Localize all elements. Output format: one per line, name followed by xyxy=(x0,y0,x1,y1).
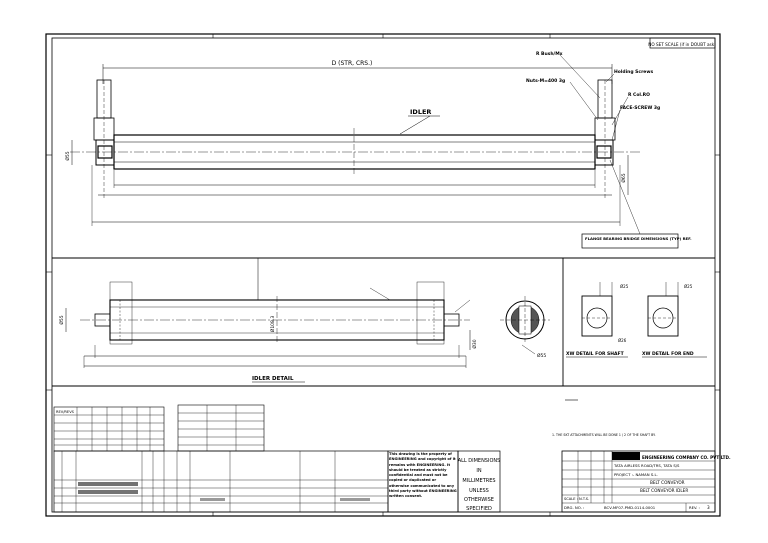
inner-border xyxy=(51,37,716,513)
shaft-dim-a: Ø25 xyxy=(620,284,629,289)
dim-note-2: IN xyxy=(476,468,481,474)
scale-note: NO SET SCALE (if in DOUBT ask) xyxy=(648,42,716,47)
callout-nut: Nuts-M=400 3g xyxy=(526,78,565,84)
right-height-dim: Ø65 xyxy=(620,173,627,182)
callout-key: R Col.RO xyxy=(628,92,650,98)
project-name: PROJECT :- NAMAN S.L. xyxy=(614,472,658,477)
dim-note-6: SPECIFIED xyxy=(466,506,492,512)
left-dim: Ø55 xyxy=(58,315,65,324)
revision-number: 3 xyxy=(707,505,710,510)
detail-end-views: Ø25 Ø26 XW DETAIL FOR SHAFT Ø25 XW DETAI… xyxy=(566,282,707,358)
dim-note-4: UNLESS xyxy=(469,488,489,494)
idler-detail-view: Ø108.3 Ø55 Ø30 IDLER DETAIL Ø55 xyxy=(58,258,550,383)
shaft-section-dim: Ø55 xyxy=(537,352,546,359)
drawing-number: BCV-MF07-PMD-0114-0001 xyxy=(604,505,656,510)
scale-label: SCALE : N.T.S. xyxy=(564,497,589,501)
idler-detail-title: IDLER DETAIL xyxy=(252,376,294,382)
end-dim: Ø30 xyxy=(471,339,478,348)
idler-assembly-view: D (STR, CRS.) Ø55 Ø65 IDLER xyxy=(64,51,692,249)
dim-note-3: MILLIMETRES xyxy=(462,478,495,484)
mid-dim: Ø108.3 xyxy=(269,316,276,333)
notes-area: REV/REVS 1. THE SKT ATTACHMENTS WILL BE … xyxy=(53,399,655,452)
title-block: This drawing is the property of ENGINEER… xyxy=(53,450,731,513)
callout-cast-hole: FACE-SCREW 3g xyxy=(620,105,660,111)
revision-label: REV/REVS xyxy=(56,410,75,414)
drawing-title-1: BELT CONVEYOR xyxy=(650,480,685,485)
outer-border xyxy=(45,33,721,517)
seal-note: FLANGE BEARING BRIDGE DIMENSIONS (TYP) R… xyxy=(585,236,692,241)
drawing-number-label: DRG. NO. : xyxy=(564,505,584,510)
left-height-dim: Ø55 xyxy=(64,151,71,160)
callout-holding-screw: Holding Screws xyxy=(614,69,653,75)
confidential-note: This drawing is the property of ENGINEER… xyxy=(389,452,457,499)
shaft-dim-b: Ø26 xyxy=(618,338,627,343)
client-name: TATA AIRLESS ROAD/TRS, TATA S/S xyxy=(613,463,680,468)
dim-note-5: OTHERWISE xyxy=(464,497,494,503)
general-note: 1. THE SKT ATTACHMENTS WILL BE DONE 1 / … xyxy=(552,433,655,437)
shaft-detail-label: XW DETAIL FOR SHAFT xyxy=(566,351,625,357)
drawing-title-2: BELT CONVEYOR IDLER xyxy=(640,488,688,493)
end-dim-c: Ø25 xyxy=(684,284,693,289)
dim-note-1: ALL DIMENSIONS xyxy=(458,458,501,464)
zone-ticks xyxy=(46,34,720,516)
revision-label: REV. : xyxy=(689,505,700,510)
overall-dimension: D (STR, CRS.) xyxy=(332,60,373,67)
callout-bush: R Bush/Mx xyxy=(536,51,563,57)
company-name: ENGINEERING COMPANY CO. PVT LTD. xyxy=(642,455,731,460)
idler-label: IDLER xyxy=(410,108,431,116)
end-detail-label: XW DETAIL FOR END xyxy=(642,351,694,357)
